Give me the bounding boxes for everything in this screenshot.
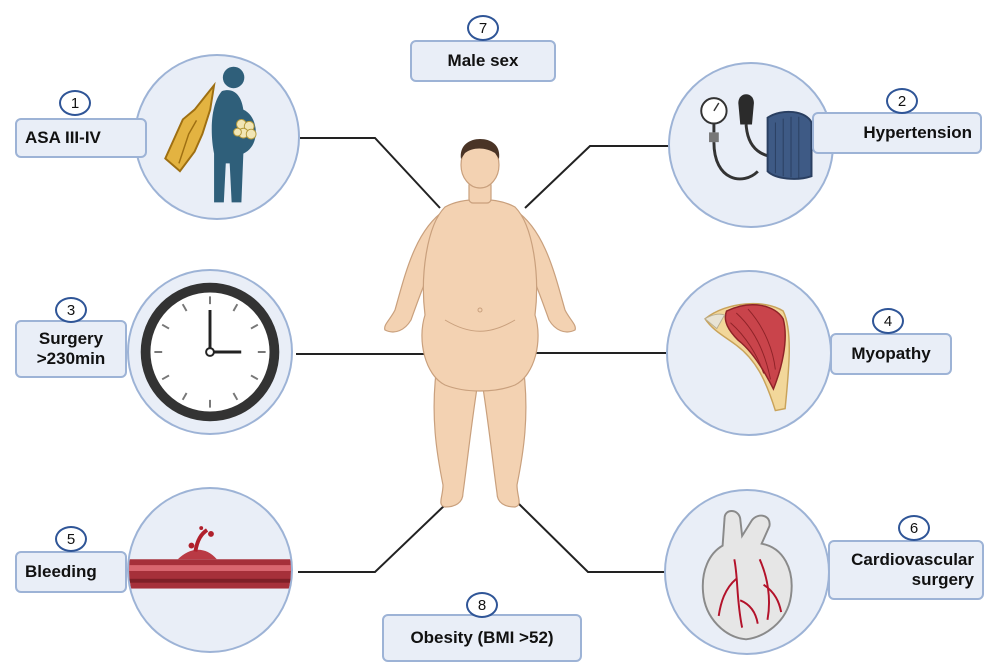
bleeding-illustration-circle [127,487,293,653]
surgery-time-text-line2: >230min [37,349,106,369]
blood-pressure-cuff-icon [670,64,832,226]
cardio-label: Cardiovascular surgery [828,540,984,600]
male-sex-label: Male sex [410,40,556,82]
asa-label: ASA III-IV [15,118,147,158]
myopathy-illustration-circle [666,270,832,436]
bleeding-label: Bleeding [15,551,127,593]
cardio-text-line1: Cardiovascular [851,550,974,570]
clock-icon [129,271,291,433]
obesity-label: Obesity (BMI >52) [382,614,582,662]
heart-icon [666,491,828,653]
male-sex-text: Male sex [448,51,519,71]
asa-text: ASA III-IV [25,128,101,148]
male-sex-number-badge: 7 [467,15,499,41]
myopathy-text: Myopathy [851,344,930,364]
myopathy-number-badge: 4 [872,308,904,334]
surgery-time-illustration-circle [127,269,293,435]
surgery-time-number-badge: 3 [55,297,87,323]
cardio-illustration-circle [664,489,830,655]
hypertension-text: Hypertension [863,123,972,143]
hypertension-number-badge: 2 [886,88,918,114]
obesity-text: Obesity (BMI >52) [410,628,553,648]
hypertension-label: Hypertension [812,112,982,154]
fat-tissue-and-pregnant-person-icon [136,56,298,218]
surgery-time-label: Surgery >230min [15,320,127,378]
obesity-number-badge: 8 [466,592,498,618]
human-body-figure [375,135,585,515]
bleeding-number-badge: 5 [55,526,87,552]
shoulder-muscle-icon [668,272,830,434]
bleeding-vessel-icon [129,489,291,651]
asa-number-badge: 1 [59,90,91,116]
cardio-text-line2: surgery [912,570,974,590]
asa-illustration-circle [134,54,300,220]
cardio-number-badge: 6 [898,515,930,541]
surgery-time-text-line1: Surgery [39,329,103,349]
myopathy-label: Myopathy [830,333,952,375]
bleeding-text: Bleeding [25,562,97,582]
hypertension-illustration-circle [668,62,834,228]
